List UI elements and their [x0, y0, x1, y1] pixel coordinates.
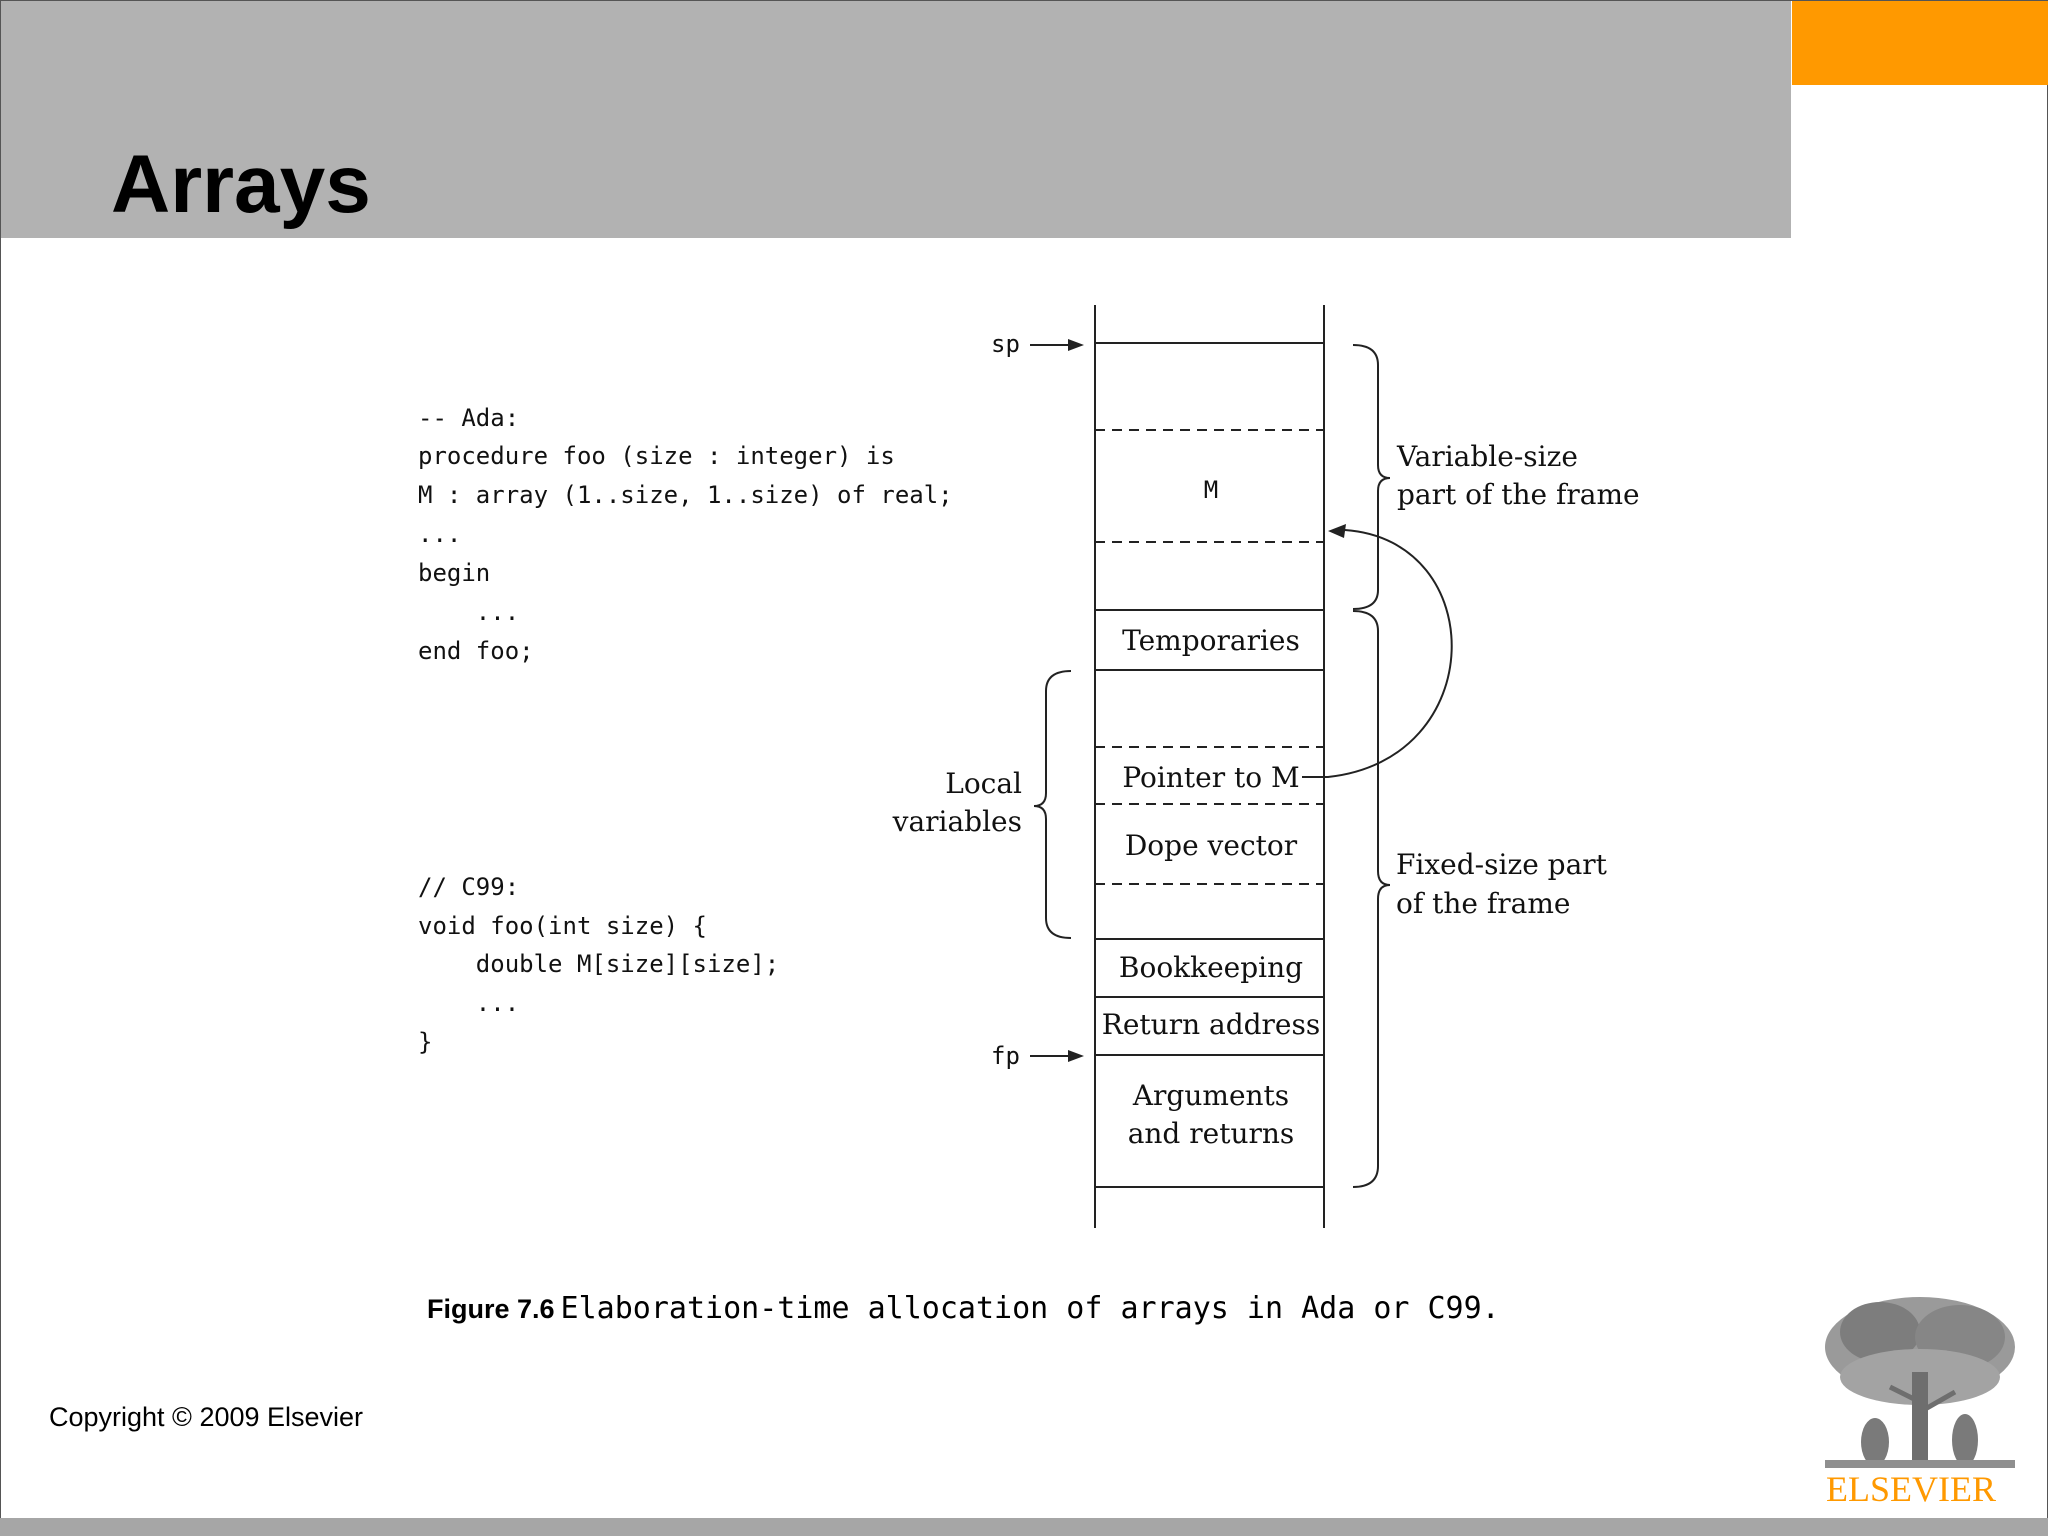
fixed-size-label: Fixed-size part	[1396, 848, 1608, 881]
publisher-wordmark: ELSEVIER	[1826, 1469, 1996, 1509]
curved-arrow-head	[1328, 524, 1346, 538]
local-variables-label: variables	[892, 805, 1022, 838]
cell-label-return-address: Return address	[1102, 1008, 1321, 1041]
pointer-to-m-arrow	[1302, 524, 1453, 778]
code-line: begin	[418, 559, 490, 587]
variable-size-label: part of the frame	[1397, 478, 1640, 511]
cell-label-dope-vector: Dope vector	[1125, 829, 1298, 862]
slide-title: Arrays	[111, 139, 371, 230]
copyright-notice: Copyright © 2009 Elsevier	[49, 1402, 364, 1432]
code-line: M : array (1..size, 1..size) of real;	[418, 481, 953, 509]
code-line: }	[418, 1028, 432, 1056]
code-line: end foo;	[418, 637, 534, 665]
header-band	[1, 1, 1791, 238]
accent-block	[1792, 1, 2048, 85]
curved-arrow-path	[1302, 529, 1453, 778]
code-line: double M[size][size];	[418, 950, 779, 978]
footer-bar	[0, 1518, 2048, 1536]
cell-label-pointer-to-m: Pointer to M	[1122, 761, 1299, 794]
local-variables-brace	[1033, 670, 1072, 939]
tree-logo-icon	[1825, 1297, 2015, 1468]
stack-column	[1094, 305, 1325, 1228]
code-line: ...	[418, 520, 461, 548]
caption-text: Elaboration-time allocation of arrays in…	[560, 1291, 1500, 1326]
fixed-size-label: of the frame	[1396, 887, 1570, 920]
sp-label: sp	[991, 330, 1020, 358]
code-line: -- Ada:	[418, 404, 519, 432]
code-line: // C99:	[418, 873, 519, 901]
fixed-size-brace	[1352, 610, 1391, 1188]
cell-label-arguments: Arguments	[1132, 1079, 1289, 1112]
cell-label-m: M	[1204, 476, 1218, 504]
fp-pointer: fp	[991, 1042, 1084, 1070]
local-variables-label: Local	[945, 767, 1022, 800]
variable-size-brace	[1352, 344, 1391, 610]
ada-code-block: -- Ada: procedure foo (size : integer) i…	[418, 404, 953, 665]
code-line: void foo(int size) {	[418, 912, 707, 940]
sp-arrow-head	[1068, 339, 1084, 351]
fp-arrow-head	[1068, 1050, 1084, 1062]
sp-pointer: sp	[991, 330, 1084, 358]
caption-label: Figure 7.6	[427, 1294, 555, 1324]
fp-label: fp	[991, 1042, 1020, 1070]
code-line: procedure foo (size : integer) is	[418, 442, 895, 470]
c99-code-block: // C99: void foo(int size) { double M[si…	[418, 873, 779, 1056]
code-line: ...	[418, 598, 519, 626]
variable-size-label: Variable-size	[1396, 440, 1578, 473]
cell-label-arguments: and returns	[1128, 1117, 1295, 1150]
cell-label-temporaries: Temporaries	[1122, 624, 1300, 657]
cell-label-bookkeeping: Bookkeeping	[1119, 951, 1303, 984]
code-line: ...	[418, 989, 519, 1017]
